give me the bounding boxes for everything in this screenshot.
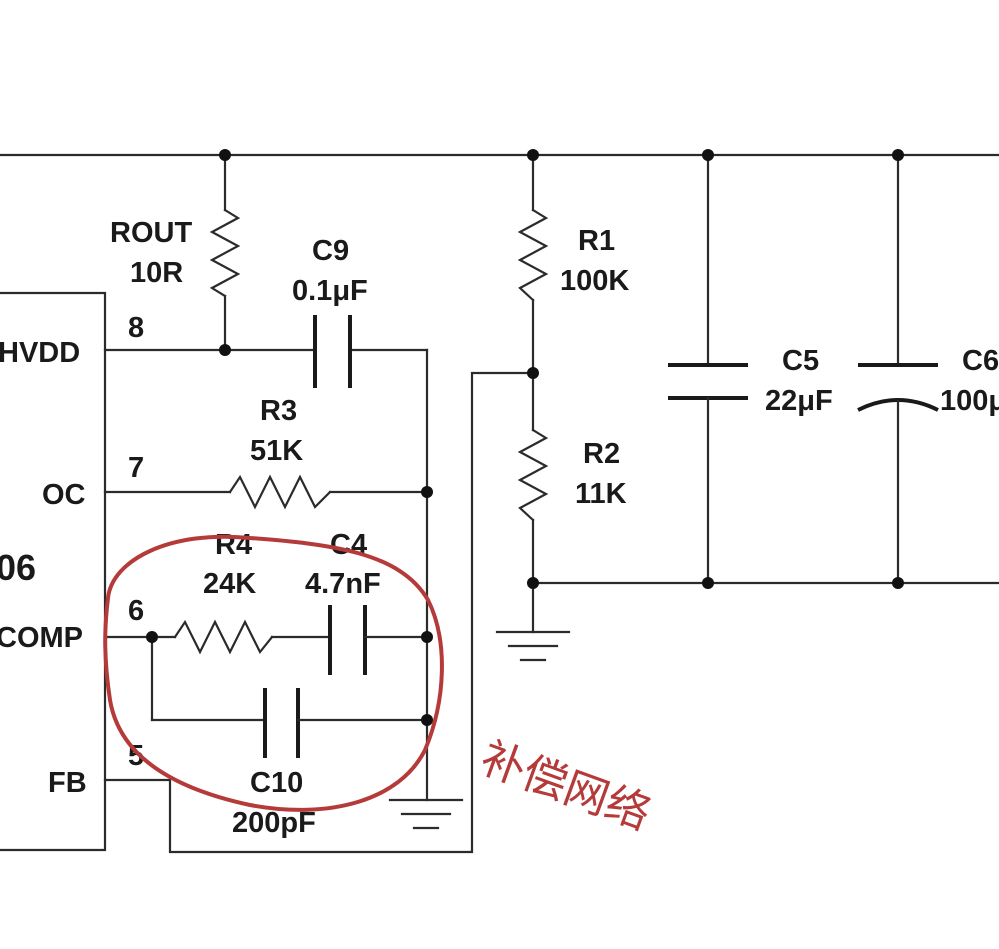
c10-value: 200pF bbox=[232, 807, 316, 839]
junction-dot bbox=[219, 149, 231, 161]
junction-dot bbox=[527, 367, 539, 379]
junction-dot bbox=[219, 344, 231, 356]
junction-dots bbox=[146, 149, 904, 726]
junction-dot bbox=[702, 149, 714, 161]
c5-value: 22μF bbox=[765, 385, 833, 417]
c10-ref: C10 bbox=[250, 767, 303, 799]
junction-dot bbox=[892, 577, 904, 589]
r1-ref: R1 bbox=[578, 225, 615, 257]
pin-comp-label: COMP bbox=[0, 622, 83, 654]
resistor-r2 bbox=[517, 371, 549, 634]
rout-ref: ROUT bbox=[110, 217, 192, 249]
resistor-r3 bbox=[103, 474, 429, 510]
ic-part-number: 06 bbox=[0, 547, 36, 588]
c9-value: 0.1μF bbox=[292, 275, 368, 307]
junction-dot bbox=[421, 631, 433, 643]
r2-ref: R2 bbox=[583, 438, 620, 470]
r4-ref: R4 bbox=[215, 529, 252, 561]
ground-symbol-right bbox=[495, 630, 571, 662]
rout-value: 10R bbox=[130, 257, 183, 289]
r3-ref: R3 bbox=[260, 395, 297, 427]
capacitor-c9 bbox=[313, 315, 352, 388]
r3-value: 51K bbox=[250, 435, 303, 467]
compensation-network-note: 补偿网络 bbox=[474, 732, 657, 840]
junction-dot bbox=[527, 149, 539, 161]
capacitor-c6 bbox=[857, 153, 939, 585]
r2-value: 11K bbox=[575, 478, 627, 510]
r1-value: 100K bbox=[560, 265, 629, 297]
junction-dot bbox=[702, 577, 714, 589]
pin-comp-number: 6 bbox=[128, 595, 144, 627]
junction-dot bbox=[527, 577, 539, 589]
junction-dot bbox=[421, 486, 433, 498]
capacitor-c5 bbox=[668, 153, 748, 585]
pin-hvdd-number: 8 bbox=[128, 312, 144, 344]
r4-value: 24K bbox=[203, 568, 256, 600]
comp-network bbox=[103, 605, 429, 758]
c9-ref: C9 bbox=[312, 235, 349, 267]
handwritten-annotation: 补偿网络 bbox=[474, 732, 657, 840]
junction-dot bbox=[146, 631, 158, 643]
junction-dot bbox=[421, 714, 433, 726]
compensation-highlight-loop bbox=[103, 534, 444, 812]
pin-hvdd-label: HVDD bbox=[0, 337, 80, 369]
pin-fb-label: FB bbox=[48, 767, 87, 799]
resistor-rout bbox=[209, 153, 241, 352]
ground-symbol-left bbox=[388, 798, 464, 830]
c4-value: 4.7nF bbox=[305, 568, 381, 600]
fb-net bbox=[103, 371, 535, 854]
pin-oc-label: OC bbox=[42, 479, 86, 511]
c6-ref: C6 bbox=[962, 345, 999, 377]
pin-oc-number: 7 bbox=[128, 452, 144, 484]
junction-dot bbox=[892, 149, 904, 161]
ic-body: 06 bbox=[0, 291, 107, 852]
c6-value: 100μ bbox=[940, 385, 999, 417]
c5-ref: C5 bbox=[782, 345, 819, 377]
resistor-r1 bbox=[517, 153, 549, 375]
